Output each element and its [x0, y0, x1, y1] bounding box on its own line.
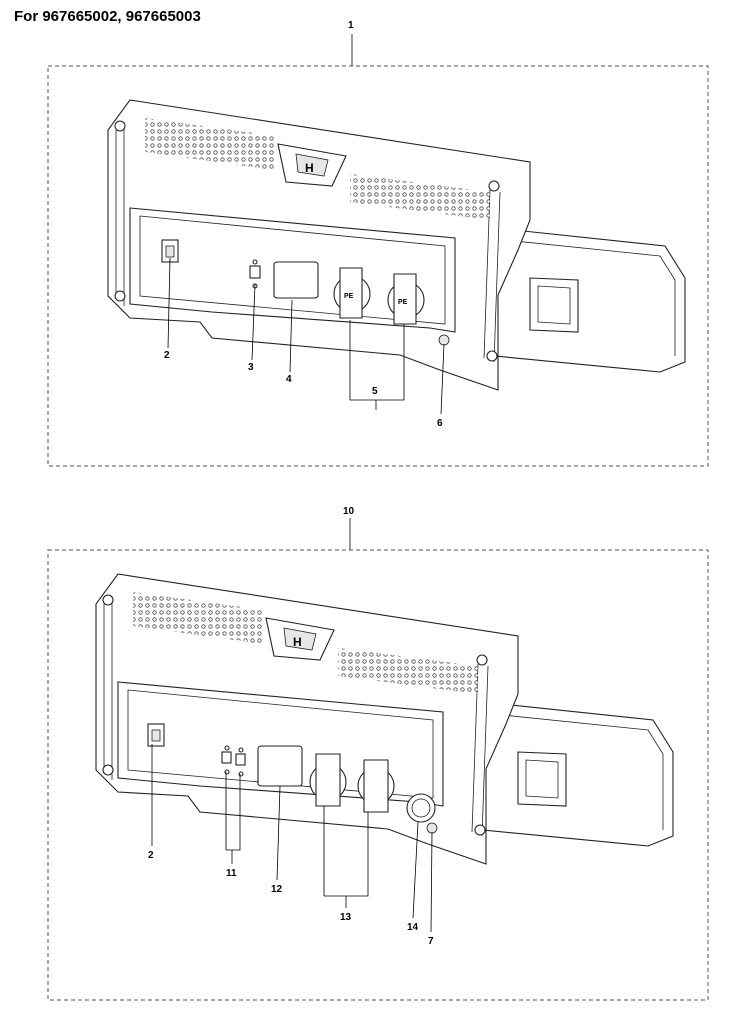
panel-cover — [257, 745, 303, 787]
assembly-10: 10 — [47, 506, 709, 1001]
panel-cover — [273, 261, 319, 299]
ground-terminal — [438, 334, 450, 346]
page-title: For 967665002, 967665003 — [14, 8, 201, 25]
schuko-socket-icon: PE — [387, 273, 425, 325]
callout-13: 13 — [340, 912, 352, 923]
callout-11: 11 — [226, 868, 237, 879]
assembly-10-frame — [47, 549, 709, 1001]
svg-text:PE: PE — [344, 293, 354, 300]
callout-7: 7 — [428, 936, 434, 947]
callout-6: 6 — [437, 418, 443, 429]
callout-assembly-1: 1 — [348, 20, 354, 31]
svg-text:PE: PE — [398, 299, 408, 306]
callout-14: 14 — [407, 922, 419, 933]
twist-lock-socket — [406, 793, 436, 823]
callout-assembly-10: 10 — [343, 506, 355, 517]
callout-3: 3 — [248, 362, 254, 373]
callout-4: 4 — [286, 374, 292, 385]
schuko-socket-icon: PE — [333, 267, 371, 319]
ground-terminal — [426, 822, 438, 834]
callout-12: 12 — [271, 884, 283, 895]
callout-5: 5 — [372, 386, 378, 397]
assembly-1-frame — [47, 65, 709, 467]
breaker-icon — [221, 751, 232, 764]
breaker-icon — [235, 753, 246, 766]
schuko-socket-icon — [309, 753, 347, 807]
callout-2: 2 — [148, 850, 154, 861]
schuko-socket-icon — [357, 759, 395, 813]
assembly-1: 1 PE PE — [47, 20, 709, 467]
breaker-icon — [249, 265, 261, 279]
callout-2: 2 — [164, 350, 170, 361]
